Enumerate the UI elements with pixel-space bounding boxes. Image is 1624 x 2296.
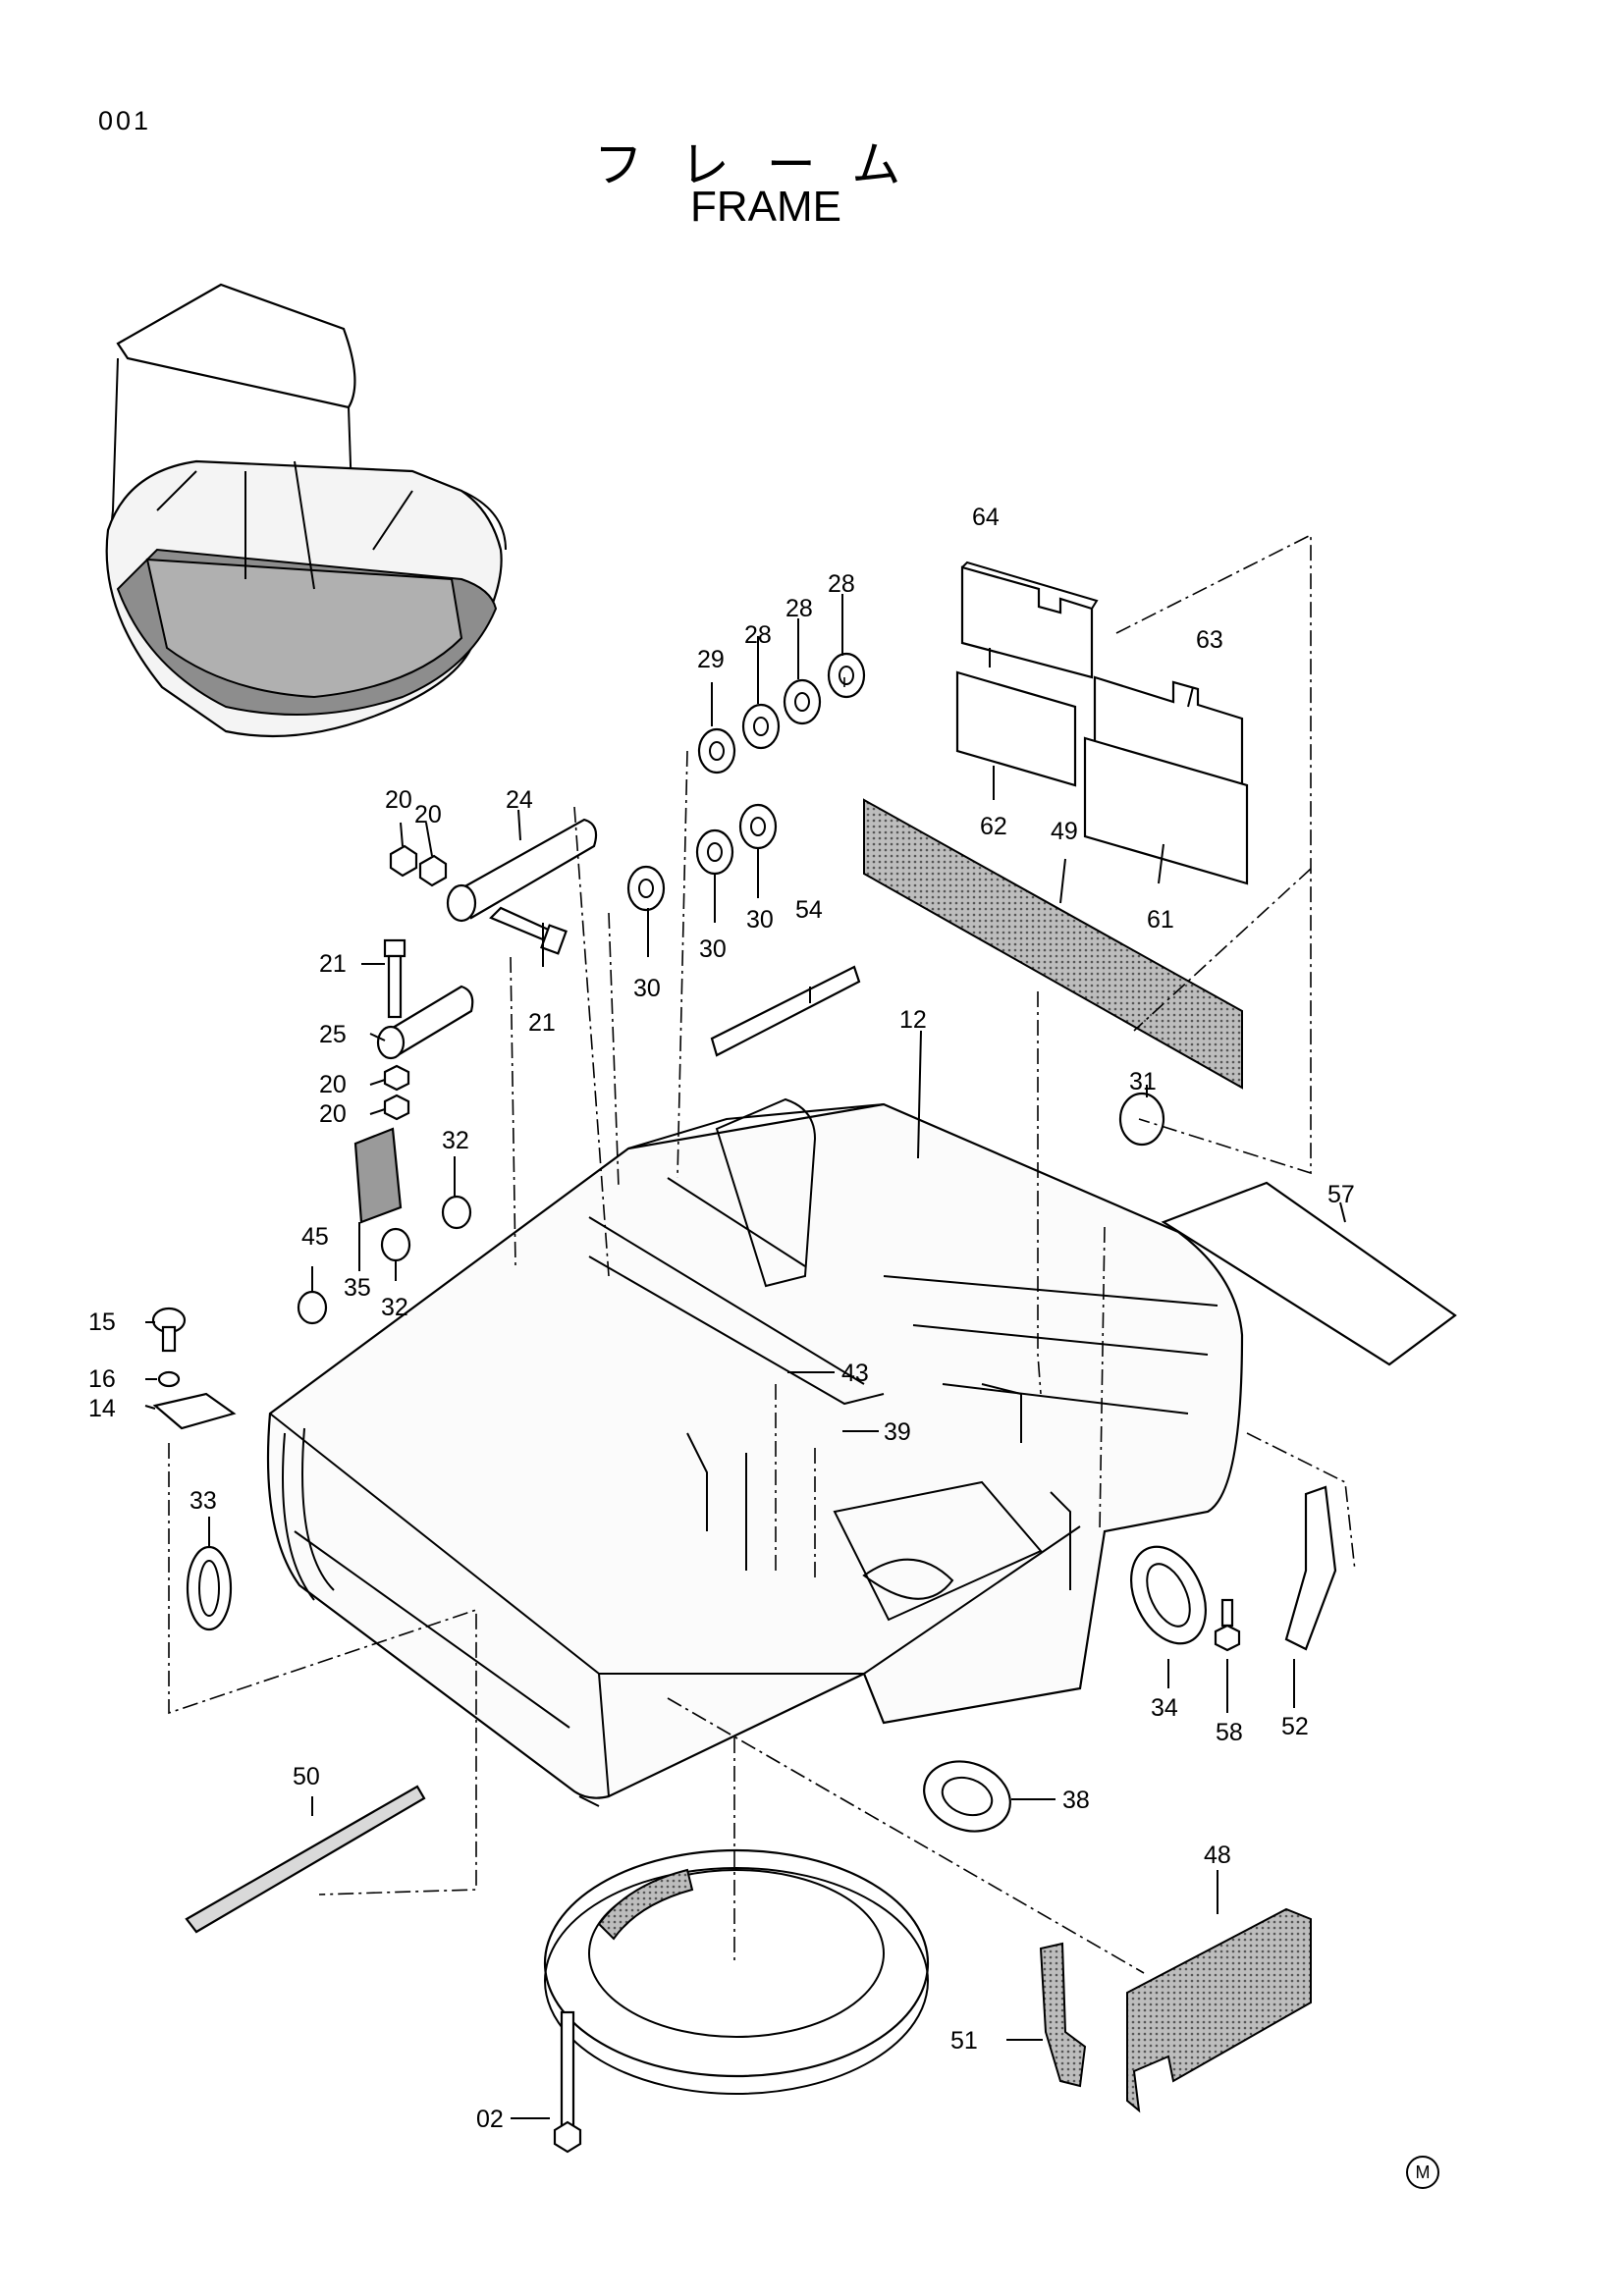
- part-35-plate: [353, 1127, 403, 1224]
- callout-24: 24: [506, 786, 533, 814]
- leader-lines: [144, 533, 1356, 2119]
- swing-bearing-ring: [543, 1848, 930, 2095]
- callout-31: 31: [1129, 1068, 1157, 1095]
- callout-28-a: 28: [744, 621, 772, 649]
- callout-20-c: 20: [319, 1071, 347, 1098]
- callout-labels: 64 63 62 61 49 29 28 28 28 30 30 30 20 2…: [88, 504, 1355, 2133]
- part-52-bracket: [1284, 1485, 1337, 1651]
- part-34-grommet: [1130, 1545, 1207, 1645]
- part-33-grommet: [186, 1545, 233, 1631]
- part-54-bar: [710, 965, 861, 1057]
- callout-49: 49: [1051, 818, 1078, 845]
- part-32-bushing-b: [380, 1227, 411, 1262]
- part-45-bushing: [297, 1290, 328, 1325]
- callout-52: 52: [1281, 1713, 1309, 1740]
- callout-48: 48: [1204, 1842, 1231, 1869]
- callout-16: 16: [88, 1365, 116, 1393]
- callout-62: 62: [980, 813, 1007, 840]
- part-02-bolt: [553, 2010, 582, 2154]
- callout-20-a: 20: [385, 786, 412, 814]
- callout-20-d: 20: [319, 1100, 347, 1128]
- callout-43: 43: [841, 1360, 869, 1387]
- callout-39: 39: [884, 1418, 911, 1446]
- bolt-washer-plate-group: [151, 1307, 237, 1430]
- part-58-bolt: [1214, 1598, 1241, 1652]
- title-english: FRAME: [690, 183, 841, 231]
- callout-30-b: 30: [699, 935, 727, 963]
- part-50-rail: [185, 1785, 426, 1934]
- washers: [626, 652, 866, 912]
- page-number: 001: [98, 106, 152, 135]
- callout-02: 02: [476, 2106, 504, 2133]
- callout-12: 12: [899, 1006, 927, 1034]
- machine-overview-illustration: [105, 283, 507, 738]
- callout-32-b: 32: [381, 1294, 408, 1321]
- callout-34: 34: [1151, 1694, 1178, 1722]
- callout-64: 64: [972, 504, 1000, 531]
- pins-nuts-bolts: [376, 818, 598, 1121]
- callout-45: 45: [301, 1223, 329, 1251]
- corner-mark-icon: M: [1406, 2156, 1439, 2189]
- callout-54: 54: [795, 896, 823, 924]
- part-32-bushing-a: [441, 1195, 472, 1230]
- callout-32-a: 32: [442, 1127, 469, 1154]
- callout-38: 38: [1062, 1787, 1090, 1814]
- part-31-grommet: [1118, 1092, 1165, 1147]
- callout-29: 29: [697, 646, 725, 673]
- callout-35: 35: [344, 1274, 371, 1302]
- callout-14: 14: [88, 1395, 116, 1422]
- part-49-strip: [863, 798, 1243, 1090]
- callout-21-a: 21: [319, 950, 347, 978]
- callout-33: 33: [189, 1487, 217, 1515]
- part-57-plate: [1161, 1181, 1457, 1366]
- callout-58: 58: [1216, 1719, 1243, 1746]
- callout-51: 51: [950, 2027, 978, 2055]
- callout-50: 50: [293, 1763, 320, 1790]
- callout-63: 63: [1196, 626, 1223, 654]
- callout-57: 57: [1327, 1181, 1355, 1208]
- cover-panels: [955, 561, 1249, 885]
- callout-28-c: 28: [828, 570, 855, 598]
- part-12-main-frame: [266, 1097, 1244, 1807]
- part-51-block: [1039, 1942, 1087, 2088]
- callout-21-b: 21: [528, 1009, 556, 1037]
- callout-61: 61: [1147, 906, 1174, 934]
- callout-30-a: 30: [633, 975, 661, 1002]
- callout-30-c: 30: [746, 906, 774, 934]
- title-japanese: フレーム: [593, 136, 939, 193]
- part-48-counterweight: [1126, 1907, 1312, 2113]
- callout-20-b: 20: [414, 801, 442, 828]
- callout-28-b: 28: [785, 595, 813, 622]
- part-38-grommet: [923, 1760, 1011, 1833]
- callout-15: 15: [88, 1308, 116, 1336]
- callout-25: 25: [319, 1021, 347, 1048]
